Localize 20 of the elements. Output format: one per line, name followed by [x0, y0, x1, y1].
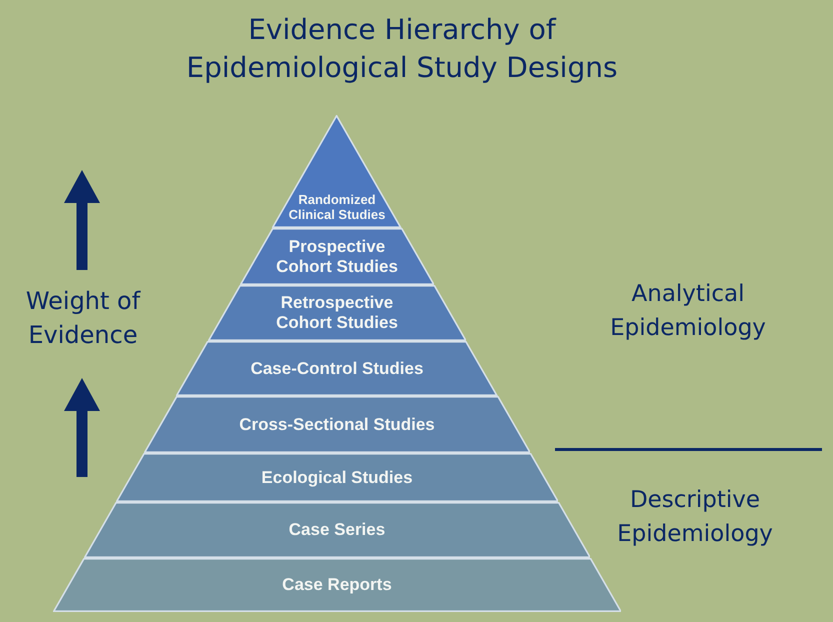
- tier-label: Cross-Sectional Studies: [239, 414, 435, 434]
- pyramid-tier: [208, 285, 466, 341]
- pyramid-apex-tier: [272, 115, 402, 228]
- tier-label: Prospective Cohort Studies: [275, 236, 399, 276]
- tier-label: Case Series: [288, 520, 386, 540]
- tier-label: Case-Control Studies: [250, 358, 424, 378]
- title: Evidence Hierarchy of Epidemiological Study Designs: [185, 12, 619, 86]
- pyramid-tier: [84, 502, 590, 558]
- category-label: Descriptive Epidemiology: [616, 486, 774, 549]
- pyramid-tier: [116, 453, 558, 502]
- tier-label: Retrospective Cohort Studies: [275, 293, 399, 333]
- pyramid-tier: [144, 396, 530, 453]
- tier-label: Case Reports: [282, 575, 392, 595]
- pyramid-tier: [240, 228, 434, 285]
- pyramid-tier: [176, 341, 498, 396]
- category-label: Analytical Epidemiology: [609, 280, 767, 343]
- tier-label: Ecological Studies: [261, 468, 413, 488]
- tier-label: Randomized Clinical Studies: [288, 192, 386, 222]
- pyramid-tier: [52, 558, 622, 612]
- axis-label: Weight of Evidence: [24, 286, 142, 351]
